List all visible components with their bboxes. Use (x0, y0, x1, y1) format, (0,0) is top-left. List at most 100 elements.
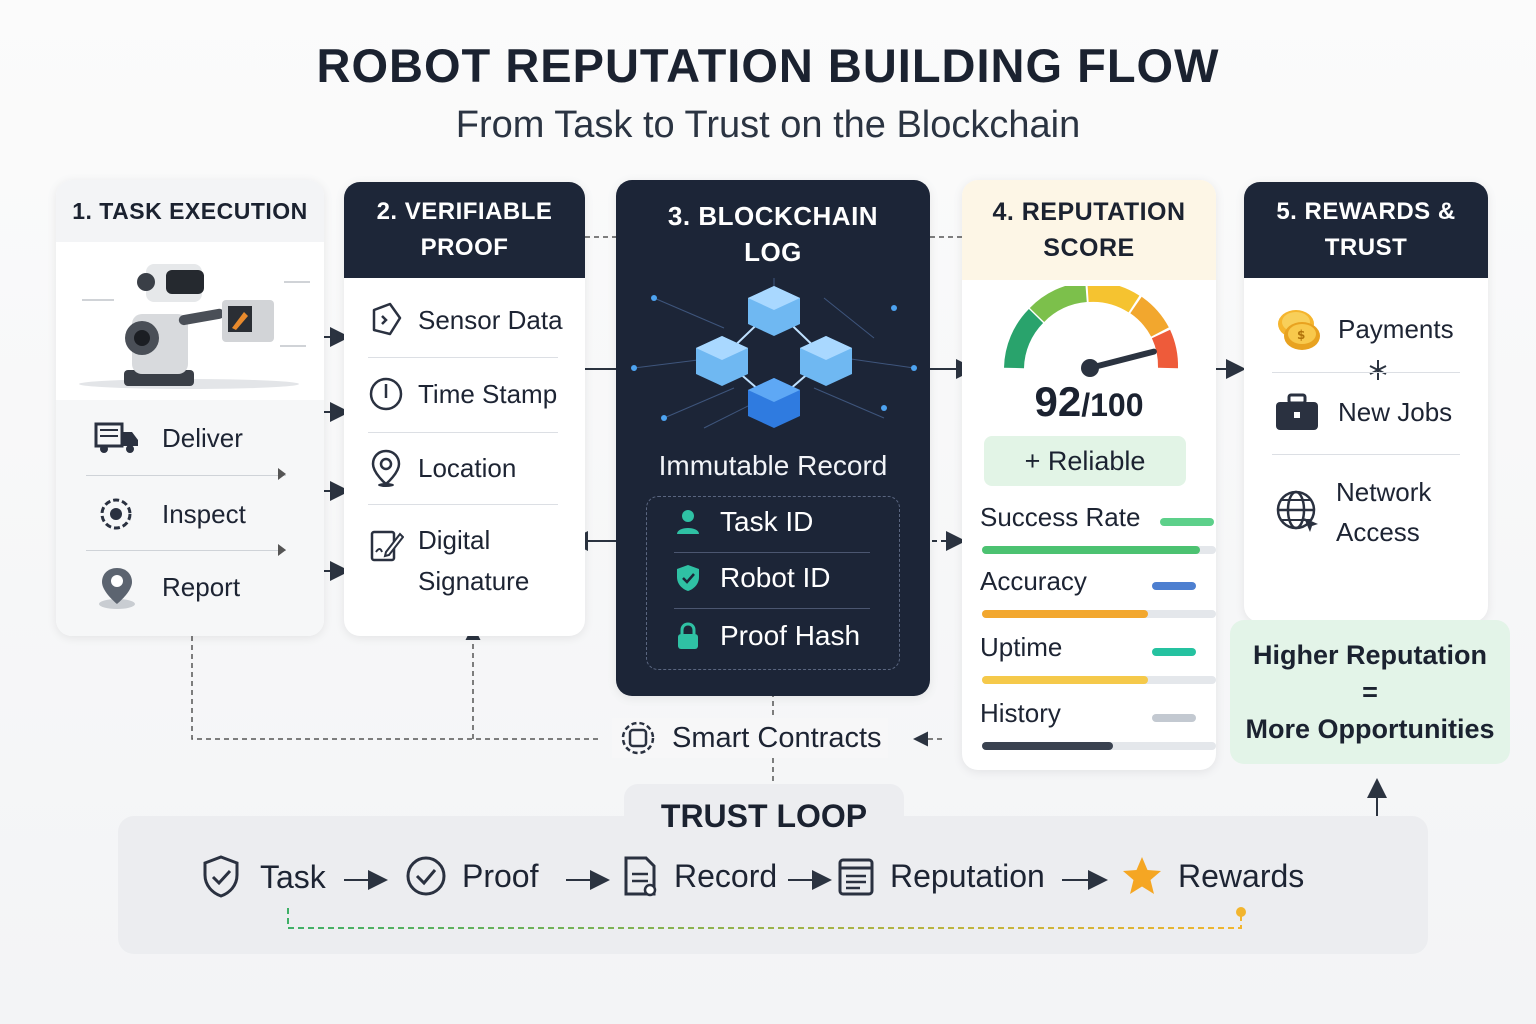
loop-reputation: Reputation (836, 854, 1045, 898)
task-execution-heading: 1. TASK EXECUTION (56, 180, 324, 242)
network-label-line1: Network (1336, 477, 1432, 507)
blockchain-network-icon (631, 278, 917, 429)
page-subtitle: From Task to Trust on the Blockchain (455, 104, 1081, 146)
document-icon (624, 856, 657, 897)
clock-icon (369, 377, 403, 411)
loop-record-label: Record (674, 857, 778, 894)
report-label: Report (162, 571, 241, 602)
loop-record: Record (620, 854, 777, 898)
coins-icon: $ (1278, 310, 1320, 350)
digital-signature-line2: Signature (418, 566, 530, 596)
score-max: /100 (1081, 387, 1144, 423)
blockchain-log-card: 3. BLOCKCHAIN LOG Immutable Record Task … (616, 180, 930, 696)
network-label-line2: Access (1336, 517, 1420, 547)
location-item: Location (368, 448, 516, 488)
lock-icon (678, 622, 698, 649)
globe-icon (1276, 490, 1318, 532)
shield-check-icon (677, 565, 699, 591)
tag-icon (372, 302, 402, 336)
sensor-data-label: Sensor Data (418, 304, 563, 335)
robot-id-label: Robot ID (720, 562, 831, 593)
sensor-data-item: Sensor Data (368, 300, 563, 340)
deliver-label: Deliver (162, 422, 243, 453)
check-circle-icon (406, 856, 446, 896)
proof-hash-field: Proof Hash (674, 620, 860, 652)
outcome-line1: Higher Reputation (1253, 639, 1487, 670)
loop-proof-label: Proof (462, 857, 539, 894)
loop-rewards-label: Rewards (1178, 857, 1305, 894)
score-value: 92 (1034, 378, 1082, 425)
truck-icon (94, 422, 138, 453)
metric-label: History (980, 698, 1061, 728)
metric-indicator (1160, 518, 1214, 526)
metric-label: Success Rate (980, 502, 1141, 532)
digital-signature-item: Digital Signature (368, 520, 529, 602)
metric-indicator (1152, 648, 1196, 656)
verifiable-proof-card: 2. VERIFIABLE PROOF Sensor Data Time Sta… (344, 182, 585, 636)
payments-label: Payments (1338, 313, 1454, 344)
rewards-trust-card: 5. REWARDS & TRUST $ Payments New Jobs N… (1244, 182, 1488, 622)
proof-hash-label: Proof Hash (720, 620, 861, 651)
smart-contracts-node: Smart Contracts (612, 718, 888, 758)
metric-label: Uptime (980, 632, 1063, 662)
page-title: ROBOT REPUTATION BUILDING FLOW (316, 39, 1220, 92)
contract-scroll-icon (621, 721, 655, 755)
list-document-icon (838, 858, 874, 896)
location-pin-icon (371, 449, 401, 487)
payments-item: $ Payments (1274, 306, 1454, 352)
time-stamp-item: Time Stamp (368, 374, 557, 414)
outcome-line2: = (1362, 676, 1378, 707)
reputation-score-heading: 4. REPUTATION SCORE (962, 180, 1216, 280)
star-icon (1123, 857, 1161, 894)
svg-text:$: $ (1297, 328, 1305, 342)
digital-signature-line1: Digital (418, 525, 491, 555)
task-id-field: Task ID (674, 506, 813, 538)
blockchain-log-heading: 3. BLOCKCHAIN LOG (667, 201, 879, 267)
reliable-badge: + Reliable (984, 436, 1186, 486)
loop-proof: Proof (404, 854, 538, 898)
network-access-item: Network Access (1274, 472, 1431, 552)
time-stamp-label: Time Stamp (418, 378, 558, 409)
metric-bar-fill (982, 742, 1113, 750)
reputation-score-card: 4. REPUTATION SCORE 92/100 + Reliable Su… (962, 180, 1216, 770)
robot-illustration (79, 264, 310, 389)
deliver-item: Deliver (94, 418, 243, 458)
metric-label: Accuracy (980, 566, 1087, 596)
metric-indicator (1152, 582, 1196, 590)
outcome-box: Higher Reputation = More Opportunities (1230, 620, 1510, 764)
new-jobs-label: New Jobs (1338, 396, 1453, 427)
location-label: Location (418, 452, 517, 483)
outcome-line3: More Opportunities (1245, 713, 1495, 744)
smart-contracts-label: Smart Contracts (672, 721, 882, 754)
signature-pen-icon (370, 530, 404, 562)
inspect-item: Inspect (96, 494, 246, 534)
map-pin-icon (99, 568, 135, 609)
metric-bar-fill (982, 610, 1148, 618)
task-id-label: Task ID (720, 506, 814, 537)
metric-indicator (1152, 714, 1196, 722)
verifiable-proof-heading: 2. VERIFIABLE PROOF (344, 182, 585, 278)
loop-rewards: Rewards (1120, 854, 1304, 898)
immutable-record-caption: Immutable Record (658, 450, 888, 481)
briefcase-icon (1276, 393, 1318, 430)
trust-loop-label: TRUST LOOP (624, 784, 904, 848)
gear-search-icon (100, 498, 132, 530)
task-execution-card: 1. TASK EXECUTION Deliver Inspect Report (56, 180, 324, 636)
new-jobs-item: New Jobs (1274, 392, 1452, 432)
metric-bar-fill (982, 546, 1200, 554)
shield-check-outline-icon (203, 855, 239, 898)
inspect-label: Inspect (162, 498, 246, 529)
rewards-trust-heading: 5. REWARDS & TRUST (1244, 182, 1488, 278)
record-fields-box (646, 496, 900, 670)
score-gauge (1004, 286, 1178, 377)
loop-task: Task (200, 854, 326, 900)
score-readout: 92/100 (962, 378, 1216, 426)
metric-bar-fill (982, 676, 1148, 684)
report-item: Report (96, 564, 240, 610)
user-icon (677, 510, 699, 534)
loop-task-label: Task (260, 858, 326, 895)
step1-divider-arrows (278, 468, 286, 556)
robot-id-field: Robot ID (674, 562, 831, 594)
loop-reputation-label: Reputation (890, 857, 1045, 894)
